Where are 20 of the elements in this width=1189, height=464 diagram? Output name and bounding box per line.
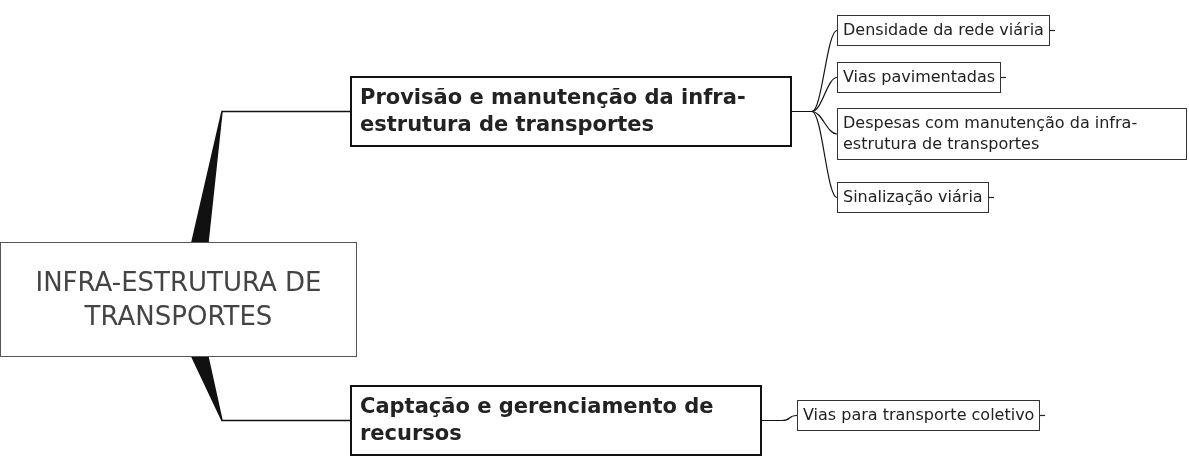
branch-line <box>761 414 798 422</box>
topic-label: Densidade da rede viária <box>843 20 1044 41</box>
subtopic-box <box>350 76 792 147</box>
topic-label: Vias pavimentadas <box>843 67 996 88</box>
branch-line <box>791 110 838 199</box>
topic-label: Provisão e manutenção da infra-estrutura de transportes <box>360 84 747 139</box>
tapered-branch <box>191 110 351 243</box>
leaf-topic-box <box>837 182 989 213</box>
topic-label: INFRA-ESTRUTURA DE TRANSPORTES <box>34 265 323 333</box>
tapered-branch <box>190 356 351 422</box>
leaf-topic-box <box>837 108 1187 160</box>
topic-label: Vias para transporte coletivo <box>803 405 1035 426</box>
subtopic-box <box>350 385 762 456</box>
leaf-topic-box <box>837 62 1002 93</box>
root-topic-box <box>0 242 357 357</box>
leaf-topic-box <box>837 15 1050 46</box>
topic-label: Sinalização viária <box>843 187 983 208</box>
leaf-topic-box <box>797 400 1041 431</box>
topic-label: Captação e gerenciamento de recursos <box>360 393 715 448</box>
topic-label: Despesas com manutenção da infra-estrutura de transportes <box>843 113 1139 155</box>
